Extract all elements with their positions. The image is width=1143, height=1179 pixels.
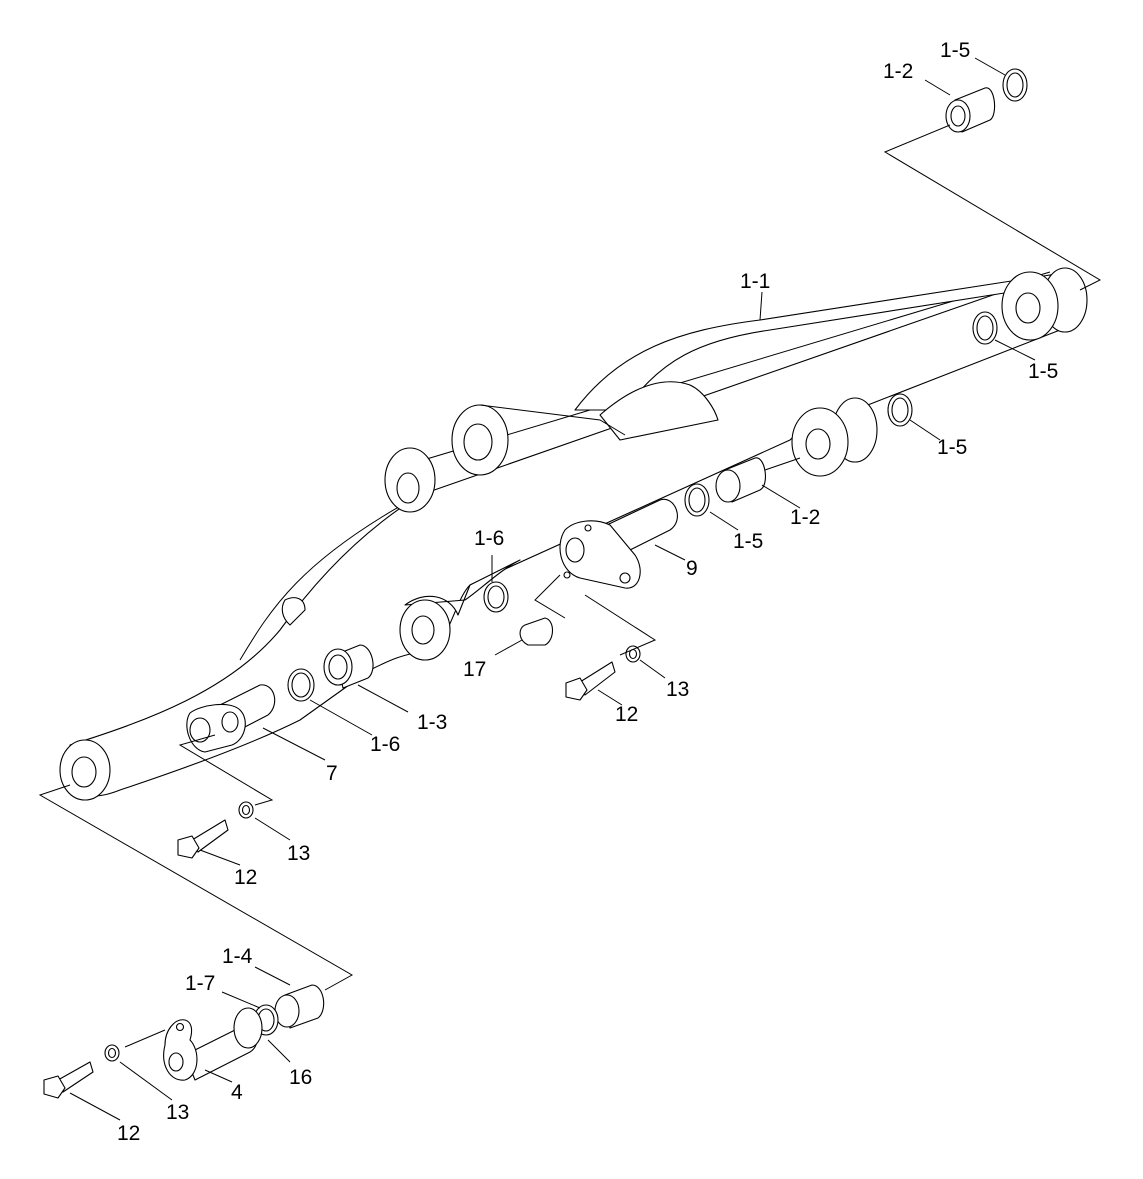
label-17: 17 (463, 658, 486, 681)
pin-9 (559, 498, 678, 589)
label-16: 16 (289, 1066, 312, 1089)
label-1-2-top: 1-2 (883, 60, 913, 83)
ring-1-5-top (1002, 68, 1028, 102)
plug-17 (519, 617, 554, 646)
label-12-left: 12 (234, 866, 257, 889)
label-1-2-mid: 1-2 (790, 506, 820, 529)
label-7: 7 (326, 762, 338, 785)
label-1-6-upper: 1-6 (474, 527, 504, 550)
ring-1-5-right-a (972, 311, 998, 345)
leader-mid-fasteners (584, 594, 657, 656)
bushing-1-4 (274, 984, 325, 1029)
label-1-5-right-b: 1-5 (937, 436, 967, 459)
label-12-mid: 12 (615, 703, 638, 726)
leader-bottom-assembly (38, 784, 354, 991)
ring-1-5-mid (684, 483, 710, 517)
leader-plug-17 (534, 574, 566, 619)
bolt-12-mid (565, 661, 616, 701)
washer-13-mid (625, 645, 641, 663)
bushing-1-3 (323, 644, 374, 689)
label-1-7: 1-7 (185, 972, 215, 995)
label-leaders (69, 57, 1036, 1121)
ring-1-5-right-b (887, 393, 913, 427)
label-1-5-top: 1-5 (940, 39, 970, 62)
label-9: 9 (686, 557, 698, 580)
label-1-1-arm: 1-1 (740, 270, 770, 293)
label-1-5-right-a: 1-5 (1028, 360, 1058, 383)
washer-13-left (238, 801, 254, 819)
ring-1-6-lower (287, 668, 315, 702)
label-4: 4 (231, 1081, 243, 1104)
leader-lower-fasteners (178, 734, 274, 806)
label-12-bottom: 12 (117, 1122, 140, 1145)
label-1-3: 1-3 (417, 711, 447, 734)
label-1-4: 1-4 (222, 945, 253, 968)
bushing-1-2-mid (715, 457, 766, 503)
pin-4 (163, 1007, 263, 1081)
label-13-mid: 13 (666, 678, 689, 701)
leader-bottom-washer (124, 1029, 166, 1048)
bolt-12-bottom (43, 1061, 94, 1099)
ring-1-6-upper (483, 581, 509, 613)
washer-13-bottom (104, 1044, 120, 1062)
bushing-1-2-top (945, 87, 996, 133)
bolt-12-left (177, 819, 229, 859)
leader-top-assembly (883, 124, 1102, 291)
label-1-5-mid: 1-5 (733, 530, 763, 553)
pin-7 (186, 684, 276, 753)
label-13-left: 13 (287, 842, 310, 865)
label-1-6-lower: 1-6 (370, 733, 400, 756)
label-13-bottom: 13 (166, 1101, 189, 1124)
